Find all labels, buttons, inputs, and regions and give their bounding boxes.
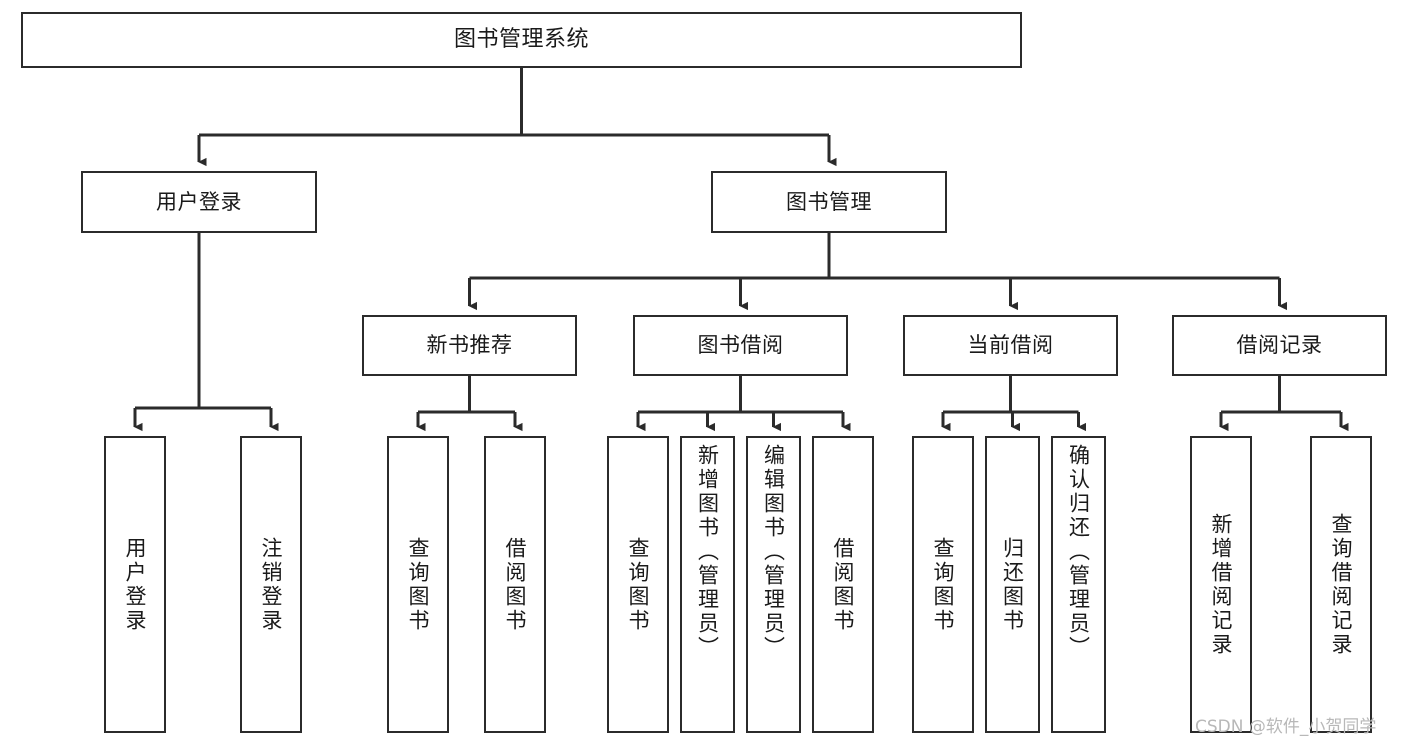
node-borrow-record-label: 借阅记录 (1236, 333, 1323, 358)
node-leaf-return-book-label: 归还图书 (1000, 536, 1025, 633)
node-leaf-query-record[interactable]: 查询借阅记录 (1310, 436, 1372, 733)
node-book-borrow[interactable]: 图书借阅 (633, 315, 848, 376)
node-leaf-query-book-2[interactable]: 查询图书 (607, 436, 669, 733)
node-book-borrow-label: 图书借阅 (697, 333, 784, 358)
node-leaf-query-book-1[interactable]: 查询图书 (387, 436, 449, 733)
node-leaf-borrow-book-2[interactable]: 借阅图书 (812, 436, 874, 733)
node-leaf-borrow-book-1-label: 借阅图书 (503, 536, 528, 633)
node-leaf-edit-book[interactable]: 编辑图书（管理员） (746, 436, 801, 733)
node-leaf-logout[interactable]: 注销登录 (240, 436, 302, 733)
node-leaf-confirm-return[interactable]: 确认归还（管理员） (1051, 436, 1106, 733)
node-borrow-record[interactable]: 借阅记录 (1172, 315, 1387, 376)
node-current-borrow[interactable]: 当前借阅 (903, 315, 1118, 376)
node-leaf-user-login-label: 用户登录 (123, 536, 148, 633)
node-root-label: 图书管理系统 (453, 27, 589, 53)
node-leaf-borrow-book-2-label: 借阅图书 (831, 536, 856, 633)
node-leaf-edit-book-label: 编辑图书（管理员） (761, 444, 786, 660)
node-root[interactable]: 图书管理系统 (21, 12, 1022, 68)
node-leaf-add-record-label: 新增借阅记录 (1209, 512, 1234, 657)
node-user-login-label: 用户登录 (156, 189, 242, 214)
node-leaf-query-record-label: 查询借阅记录 (1329, 512, 1354, 657)
node-leaf-logout-label: 注销登录 (259, 536, 284, 633)
node-leaf-query-book-3[interactable]: 查询图书 (912, 436, 974, 733)
node-current-borrow-label: 当前借阅 (967, 333, 1054, 358)
csdn-watermark: CSDN @软件_小贺同学 (1195, 717, 1377, 737)
node-leaf-query-book-2-label: 查询图书 (626, 536, 651, 633)
node-leaf-add-record[interactable]: 新增借阅记录 (1190, 436, 1252, 733)
node-leaf-confirm-return-label: 确认归还（管理员） (1066, 444, 1091, 660)
node-leaf-user-login[interactable]: 用户登录 (104, 436, 166, 733)
node-new-book-recommend[interactable]: 新书推荐 (362, 315, 577, 376)
node-leaf-borrow-book-1[interactable]: 借阅图书 (484, 436, 546, 733)
node-leaf-return-book[interactable]: 归还图书 (985, 436, 1040, 733)
node-leaf-add-book-label: 新增图书（管理员） (695, 444, 720, 660)
node-user-login[interactable]: 用户登录 (81, 171, 317, 233)
node-leaf-add-book[interactable]: 新增图书（管理员） (680, 436, 735, 733)
node-book-manage[interactable]: 图书管理 (711, 171, 947, 233)
node-new-book-recommend-label: 新书推荐 (426, 333, 513, 358)
node-leaf-query-book-3-label: 查询图书 (931, 536, 956, 633)
node-book-manage-label: 图书管理 (786, 189, 872, 214)
node-leaf-query-book-1-label: 查询图书 (406, 536, 431, 633)
